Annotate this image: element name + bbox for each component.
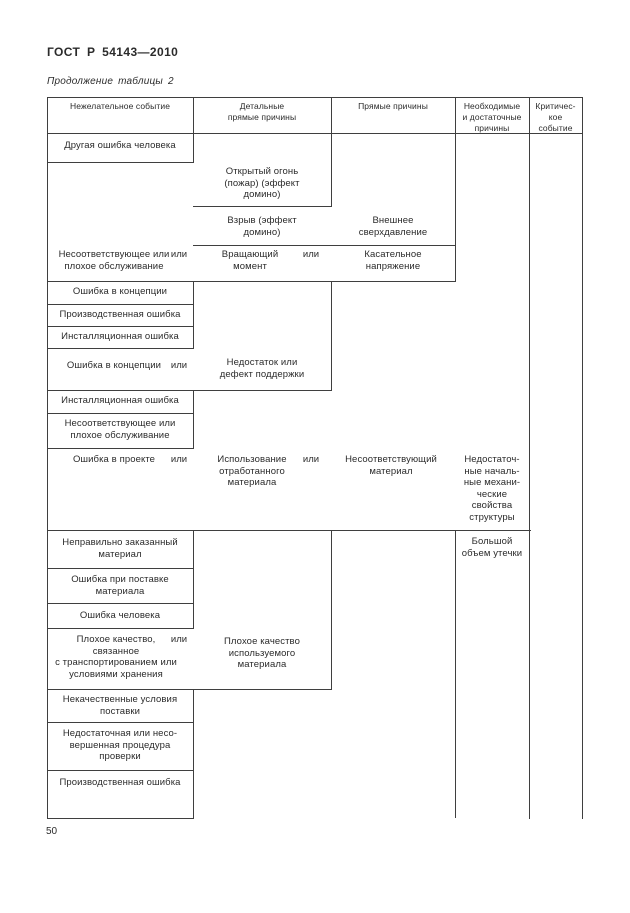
cell-open-fire: Открытый огонь (пожар) (эффект домино) — [224, 166, 300, 200]
cell-other-human-error: Другая ошибка человека — [64, 140, 176, 151]
connector-or: или — [302, 454, 320, 465]
cell-insufficient-mechanical-properties: Недостаточ- ные началь- ные механи- ческ… — [463, 454, 521, 523]
connector-or: или — [170, 634, 188, 645]
cell-installation-error: Инсталляционная ошибка — [61, 331, 179, 342]
header-direct-causes: Прямые причины — [358, 101, 428, 111]
cell-production-error-2: Производственная ошибка — [59, 777, 181, 788]
table-border — [47, 722, 194, 723]
page-number: 50 — [46, 826, 58, 837]
table-border — [193, 530, 194, 628]
table-border — [47, 770, 194, 771]
header-undesirable-event: Нежелательное событие — [69, 101, 171, 111]
cell-used-material: Использование отработанного материала — [217, 454, 287, 488]
cell-installation-error-2: Инсталляционная ошибка — [61, 395, 179, 406]
table-border — [193, 390, 194, 448]
cell-concept-error-2: Ошибка в концепции — [66, 360, 162, 371]
cell-tangential-stress: Касательное напряжение — [364, 249, 422, 272]
table-border — [331, 97, 332, 206]
cell-poor-maintenance-2: Несоответствующее или плохое обслуживани… — [64, 418, 176, 441]
cell-support-defect: Недостаток или дефект поддержки — [219, 357, 305, 380]
table-border — [193, 281, 194, 348]
table-border — [331, 281, 332, 390]
table-border — [331, 530, 332, 689]
cell-large-leak-volume: Большой объем утечки — [461, 536, 523, 559]
table-border — [47, 628, 194, 629]
connector-or: или — [170, 360, 188, 371]
cell-poor-quality-transport-storage: Плохое качество, связанное с транспортир… — [55, 634, 177, 680]
cell-production-error: Производственная ошибка — [59, 309, 181, 320]
table-border — [47, 530, 531, 531]
doc-title: ГОСТ Р 54143—2010 — [47, 45, 179, 59]
table-border — [47, 448, 194, 449]
table-border-header-bottom — [47, 133, 583, 134]
table-border — [47, 326, 194, 327]
table-border — [193, 206, 332, 207]
header-critical-event: Критичес- кое событие — [535, 101, 576, 133]
cell-torque: Вращающий момент — [221, 249, 279, 272]
table-border — [47, 413, 194, 414]
table-border — [47, 568, 194, 569]
table-border-bottom — [47, 818, 194, 819]
connector-or: или — [170, 249, 188, 260]
table-border — [47, 304, 194, 305]
cell-material-delivery-error: Ошибка при поставке материала — [71, 574, 169, 597]
table-border — [47, 162, 194, 163]
cell-imperfect-inspection-procedure: Недостаточная или несо- вершенная процед… — [62, 728, 178, 762]
cell-explosion: Взрыв (эффект домино) — [227, 215, 297, 238]
table-border — [47, 689, 332, 690]
table-border-right — [582, 97, 583, 819]
header-necessary-sufficient-causes: Необходимые и достаточные причины — [462, 101, 522, 133]
table-border — [193, 97, 194, 162]
cell-concept-error: Ошибка в концепции — [72, 286, 168, 297]
cell-poor-delivery-conditions: Некачественные условия поставки — [62, 694, 178, 717]
table-border — [47, 390, 332, 391]
header-detailed-direct-causes: Детальные прямые причины — [227, 101, 297, 122]
cell-human-error: Ошибка человека — [79, 610, 161, 621]
table-border — [47, 348, 194, 349]
cell-design-error: Ошибка в проекте — [72, 454, 156, 465]
table-border — [47, 281, 456, 282]
cell-poor-quality-material: Плохое качество используемого материала — [223, 636, 300, 670]
cell-poor-maintenance: Несоответствующее или плохое обслуживани… — [58, 249, 170, 272]
cell-wrongly-ordered-material: Неправильно заказанный материал — [62, 537, 178, 560]
table-border-top — [47, 97, 583, 98]
table-border — [47, 603, 194, 604]
table-border — [193, 689, 194, 818]
table-border — [193, 245, 456, 246]
cell-external-overpressure: Внешнее сверхдавление — [358, 215, 428, 238]
table-border-left — [47, 97, 48, 819]
table-caption: Продолжение таблицы 2 — [47, 76, 174, 87]
cell-nonconforming-material: Несоответствующий материал — [345, 454, 437, 477]
connector-or: или — [170, 454, 188, 465]
connector-or: или — [302, 249, 320, 260]
table-border — [455, 97, 456, 281]
table-border — [529, 97, 530, 819]
table-border — [455, 530, 456, 818]
